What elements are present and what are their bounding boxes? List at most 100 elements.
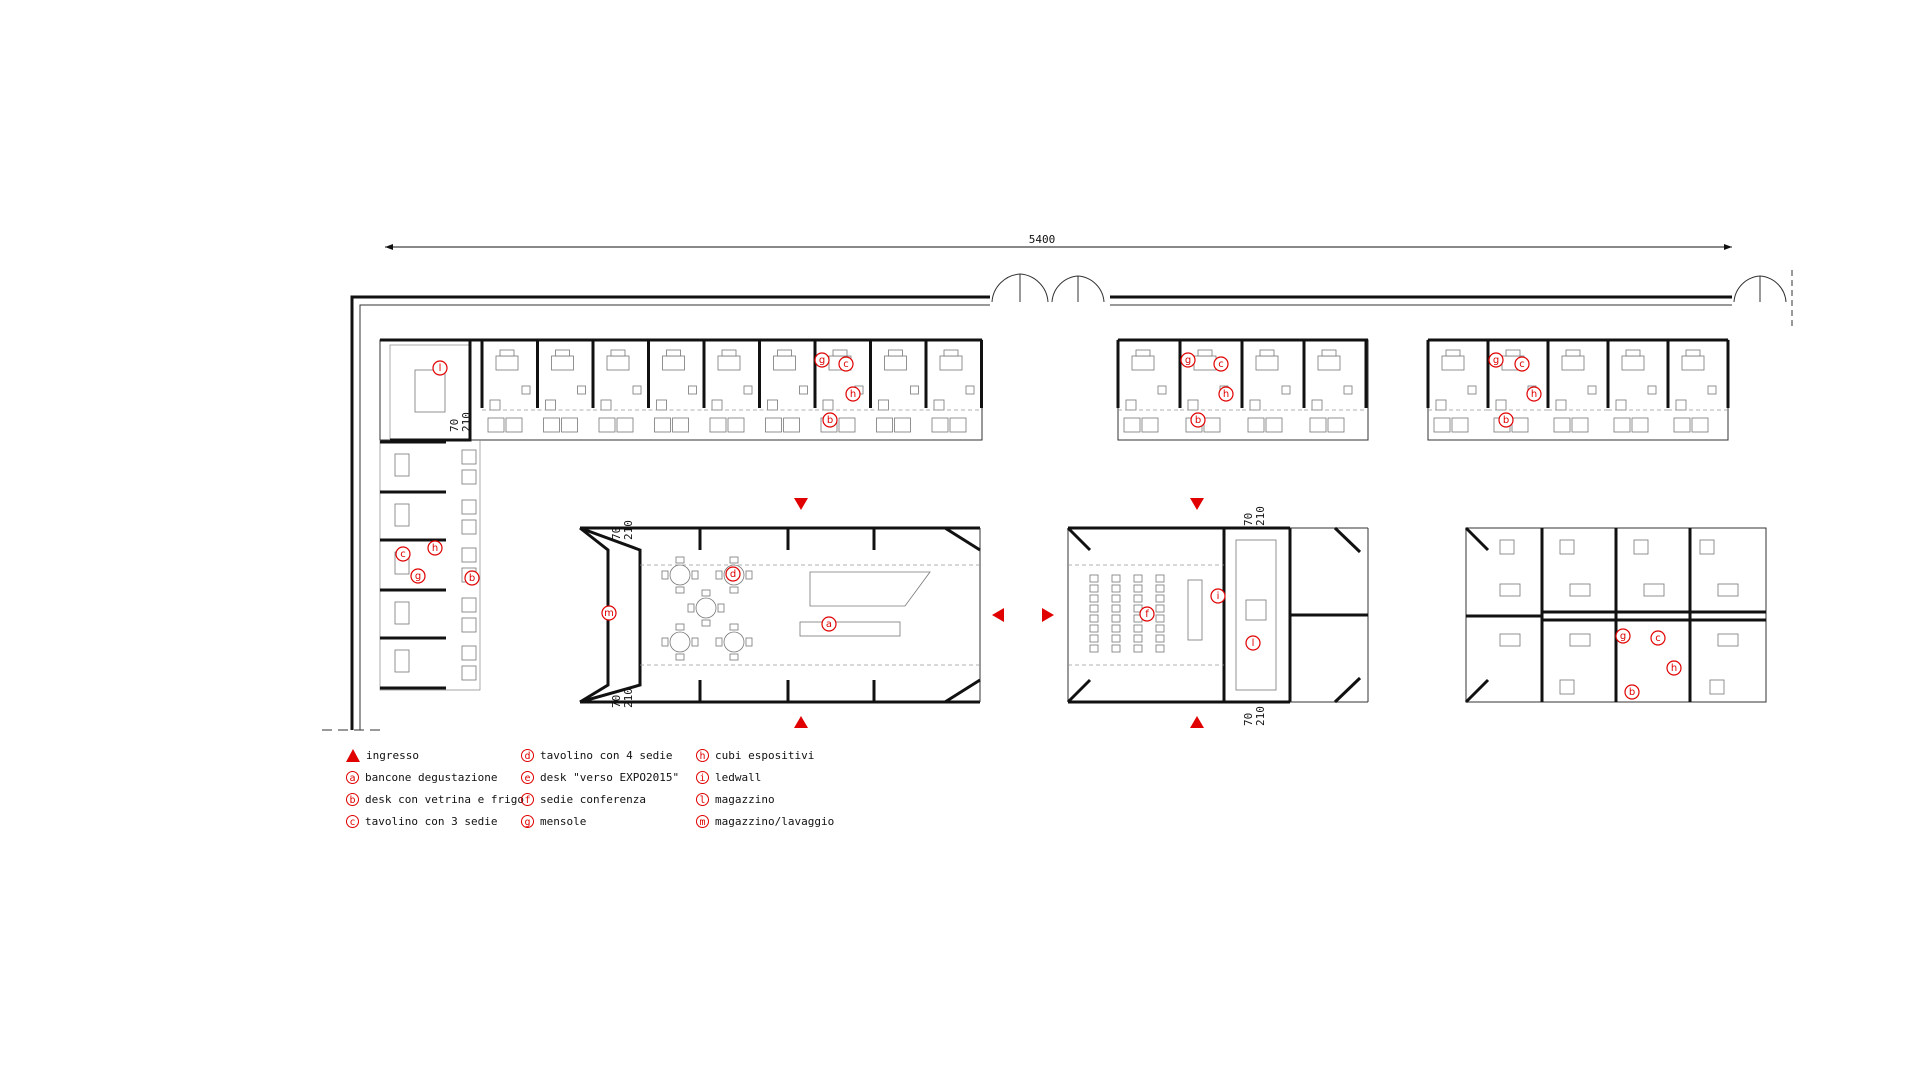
item-tag-m: m [601, 605, 617, 621]
table [1717, 583, 1739, 597]
table [1643, 583, 1665, 597]
overall-dimension: 5400 [385, 233, 1732, 250]
outer-wall [322, 270, 1793, 731]
table-with-chairs [661, 623, 699, 661]
svg-text:b: b [469, 573, 475, 584]
svg-text:h: h [1531, 389, 1537, 400]
conference-chair [1133, 624, 1143, 633]
conference-chair [1133, 634, 1143, 643]
svg-text:c: c [1519, 359, 1525, 370]
legend-label: tavolino con 3 sedie [365, 815, 498, 828]
legend-key-badge: c [346, 815, 359, 828]
item-tag-h: h [427, 540, 443, 556]
display-cube [1633, 539, 1649, 555]
svg-text:b: b [1629, 687, 1635, 698]
conference-chair [1133, 584, 1143, 593]
legend-label: magazzino [715, 793, 775, 806]
dim-210: 210 [1254, 706, 1267, 726]
item-tag-c: c [1514, 356, 1530, 372]
svg-text:b: b [827, 415, 833, 426]
conference-chair [1133, 644, 1143, 653]
item-tag-d: d [725, 566, 741, 582]
item-tag-h: h [1526, 386, 1542, 402]
entrance-triangle-icon [794, 716, 808, 728]
svg-text:g: g [819, 355, 825, 366]
stand [1116, 340, 1180, 433]
item-tag-g: g [410, 568, 426, 584]
item-tag-b: b [1190, 412, 1206, 428]
table [1717, 633, 1739, 647]
entrance-triangle-icon [346, 749, 360, 762]
svg-text:b: b [1503, 415, 1509, 426]
item-tag-b: b [1498, 412, 1514, 428]
legend-key-badge: g [521, 815, 534, 828]
conference-chair [1089, 584, 1099, 593]
item-tag-i: i [1210, 588, 1226, 604]
item-tag-f: f [1139, 606, 1155, 622]
conference-chair [1111, 644, 1121, 653]
conference-chair [1111, 624, 1121, 633]
display-cube [1559, 679, 1575, 695]
dim-70: 70 [610, 695, 623, 708]
legend-key-badge: h [696, 749, 709, 762]
legend-label: mensole [540, 815, 587, 828]
display-cube [1559, 539, 1575, 555]
dim-210: 210 [622, 520, 635, 540]
svg-text:a: a [826, 619, 832, 630]
conference-chair [1155, 624, 1165, 633]
item-tag-g: g [814, 352, 830, 368]
conference-chair [1155, 604, 1165, 613]
legend-item-entrance: ingresso [346, 749, 419, 762]
item-tag-h: h [845, 386, 861, 402]
conference-chair [1133, 574, 1143, 583]
conference-chair [1089, 614, 1099, 623]
svg-text:m: m [604, 608, 614, 619]
conference-chair [1155, 634, 1165, 643]
conference-chair [1111, 604, 1121, 613]
conference-chair [1089, 644, 1099, 653]
stand [394, 449, 477, 485]
dim-70: 70 [448, 419, 461, 432]
stand [1302, 340, 1366, 433]
item-tag-c: c [1650, 630, 1666, 646]
item-tag-b: b [822, 412, 838, 428]
hall-conference [1066, 526, 1369, 704]
dim-70: 70 [1242, 713, 1255, 726]
table [1499, 583, 1521, 597]
conference-chair [1111, 574, 1121, 583]
stand [1606, 340, 1668, 433]
legend-item-c: c tavolino con 3 sedie [346, 815, 497, 828]
svg-text:d: d [730, 569, 736, 580]
table-with-chairs [715, 623, 753, 661]
legend-label: tavolino con 4 sedie [540, 749, 673, 762]
item-tag-l: l [1245, 635, 1261, 651]
entrance-triangle-icon [1042, 608, 1054, 622]
conference-chair [1155, 584, 1165, 593]
dim-210: 210 [1254, 506, 1267, 526]
conference-chair [1089, 574, 1099, 583]
dim-70: 70 [1242, 513, 1255, 526]
svg-text:i: i [1217, 591, 1220, 602]
svg-text:g: g [1620, 631, 1626, 642]
legend-label: desk con vetrina e frigo [365, 793, 524, 806]
legend-item-g: g mensole [521, 815, 586, 828]
hall-tasting [579, 526, 981, 704]
item-tag-a: a [821, 616, 837, 632]
stand [394, 499, 477, 535]
entrance-triangle-icon [1190, 498, 1204, 510]
conference-chair [1089, 594, 1099, 603]
svg-text:l: l [439, 363, 442, 374]
svg-text:h: h [432, 543, 438, 554]
item-tag-l: l [432, 360, 448, 376]
stand [647, 340, 704, 433]
stand [1240, 340, 1304, 433]
block-top-middle [1116, 338, 1369, 441]
